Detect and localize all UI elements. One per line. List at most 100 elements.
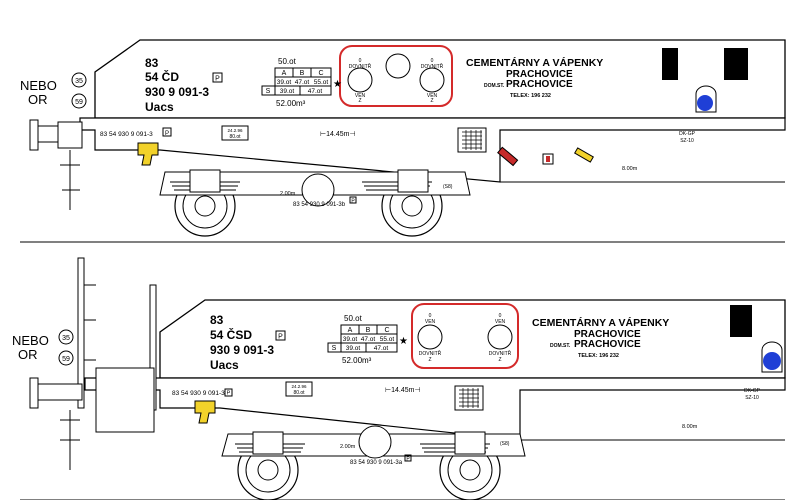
company-name: CEMENTÁRNY A VÁPENKY <box>532 316 669 329</box>
valve-label: 0 <box>499 313 502 319</box>
valve-label: 0 <box>429 313 432 319</box>
load-value: 39.ot <box>343 336 358 343</box>
p-mark: P <box>351 199 355 205</box>
circle-number: 59 <box>75 99 83 106</box>
p-mark: P <box>227 391 231 397</box>
or-label: OR <box>18 347 38 362</box>
buffer <box>29 119 39 151</box>
frame-number: 83 54 930 9 091-3 <box>172 390 225 397</box>
valve-label: Z <box>498 357 501 363</box>
load-value: 39.ot <box>277 79 292 86</box>
valve-label: DOVNITŘ <box>419 349 442 357</box>
dist: 2.00m <box>340 444 356 450</box>
dk-gp: SZ-10 <box>745 395 759 401</box>
telex: TELEX: 196 232 <box>578 353 619 359</box>
frame-number: 83 54 930 9 091-3 <box>100 131 153 138</box>
valve-label: Z <box>430 98 433 104</box>
circle-number: 35 <box>62 335 70 342</box>
underframe <box>84 377 786 441</box>
load-header: C <box>318 70 323 77</box>
bottom-wagon-text: 83 54 ČSD 930 9 091-3 Uacs P 50.ot A B C… <box>172 313 761 466</box>
dist: 8.00m <box>682 424 698 430</box>
placard-icon <box>662 48 678 80</box>
valve-label: DOVNITŘ <box>349 62 372 70</box>
load-top: 50.ot <box>278 57 297 66</box>
length: ⊢14.45m⊣ <box>385 387 421 394</box>
yellow-hook-icon <box>137 142 159 166</box>
brake-cylinder <box>301 173 335 207</box>
valve-label: Z <box>428 357 431 363</box>
load-value: 39.ot <box>346 345 361 352</box>
dk-gp: DK-GP <box>744 388 761 394</box>
wagon-id-line: 930 9 091-3 <box>210 343 274 357</box>
length: ⊢14.45m⊣ <box>320 131 356 138</box>
valve-label: VEN <box>427 93 438 99</box>
alt-labels: NEBO OR 35 59 NEBO OR 35 59 <box>12 72 87 366</box>
nebo-label: NEBO <box>20 78 57 93</box>
brake-cylinder <box>358 425 392 459</box>
wagon-id-line: 54 ČD <box>145 69 179 84</box>
top-wagon-text: 83 54 ČD 930 9 091-3 Uacs P 50.ot A B C … <box>100 56 696 208</box>
placard-icon <box>724 48 748 80</box>
load-value: 39.ot <box>280 88 295 95</box>
p-mark: P <box>406 457 410 463</box>
circle-number: 59 <box>62 356 70 363</box>
valve-label: 0 <box>431 58 434 64</box>
wagon-id-line: 930 9 091-3 <box>145 85 209 99</box>
circle-number: 35 <box>75 78 83 85</box>
placard-icon <box>730 305 752 337</box>
wagon-id-line: 83 <box>145 56 159 70</box>
small-box-text: 24.2.96 <box>227 128 243 133</box>
company-city: PRACHOVICE <box>574 329 641 340</box>
volume: 52.00m³ <box>276 99 306 108</box>
load-header: A <box>348 327 353 334</box>
p-mark: P <box>215 76 220 83</box>
valve-label: VEN <box>495 319 506 325</box>
wagon-id-line: Uacs <box>145 100 174 114</box>
valve-label: DOVNITŘ <box>421 62 444 70</box>
wagon-top <box>20 39 786 243</box>
dist: 8.00m <box>622 166 638 172</box>
yellow-lever-icon <box>574 147 594 163</box>
dist-s: (S8) <box>500 441 510 447</box>
load-value: 47.ot <box>361 336 376 343</box>
bogie-number: 83 54 930 9 091-3b <box>293 202 346 208</box>
small-box-text: 24.2.96 <box>291 384 307 389</box>
wagon-id-line: 54 ČSD <box>210 327 252 342</box>
dist-s: (S8) <box>443 184 453 190</box>
company-name: CEMENTÁRNY A VÁPENKY <box>466 56 603 69</box>
valve-highlight <box>411 303 519 369</box>
telex: TELEX: 196 232 <box>510 93 551 99</box>
blue-lamp-icon <box>763 352 781 370</box>
wagon-id-line: Uacs <box>210 358 239 372</box>
dom-city: PRACHOVICE <box>574 339 641 350</box>
buffer <box>29 377 39 409</box>
dist: 2.00m <box>280 191 296 197</box>
stanchion <box>77 257 85 409</box>
blue-lamp-icon <box>697 95 713 111</box>
or-label: OR <box>28 92 48 107</box>
bogie-number: 83 54 930 9 091-3a <box>350 460 403 466</box>
load-header: B <box>366 327 371 334</box>
dk-gp: DK-GP <box>679 131 696 137</box>
small-box-text: 80.ot <box>293 390 305 396</box>
load-value: 47.ot <box>295 79 310 86</box>
wagon-bottom <box>20 257 786 500</box>
valve-label: Z <box>358 98 361 104</box>
load-value: 55.ot <box>314 79 329 86</box>
dk-gp: SZ-10 <box>680 138 694 144</box>
load-header: C <box>384 327 389 334</box>
load-value: 47.ot <box>308 88 323 95</box>
nebo-label: NEBO <box>12 333 49 348</box>
yellow-hook-icon <box>194 400 216 424</box>
load-value: 47.ot <box>374 345 389 352</box>
load-row-label: S <box>266 88 271 95</box>
red-lever-icon <box>497 146 519 167</box>
dom-st: DOM.ST. <box>484 83 505 89</box>
star-icon: ★ <box>399 336 408 347</box>
load-top: 50.ot <box>344 314 363 323</box>
wagon-body <box>159 299 786 379</box>
load-header: A <box>282 70 287 77</box>
star-icon: ★ <box>333 79 342 90</box>
